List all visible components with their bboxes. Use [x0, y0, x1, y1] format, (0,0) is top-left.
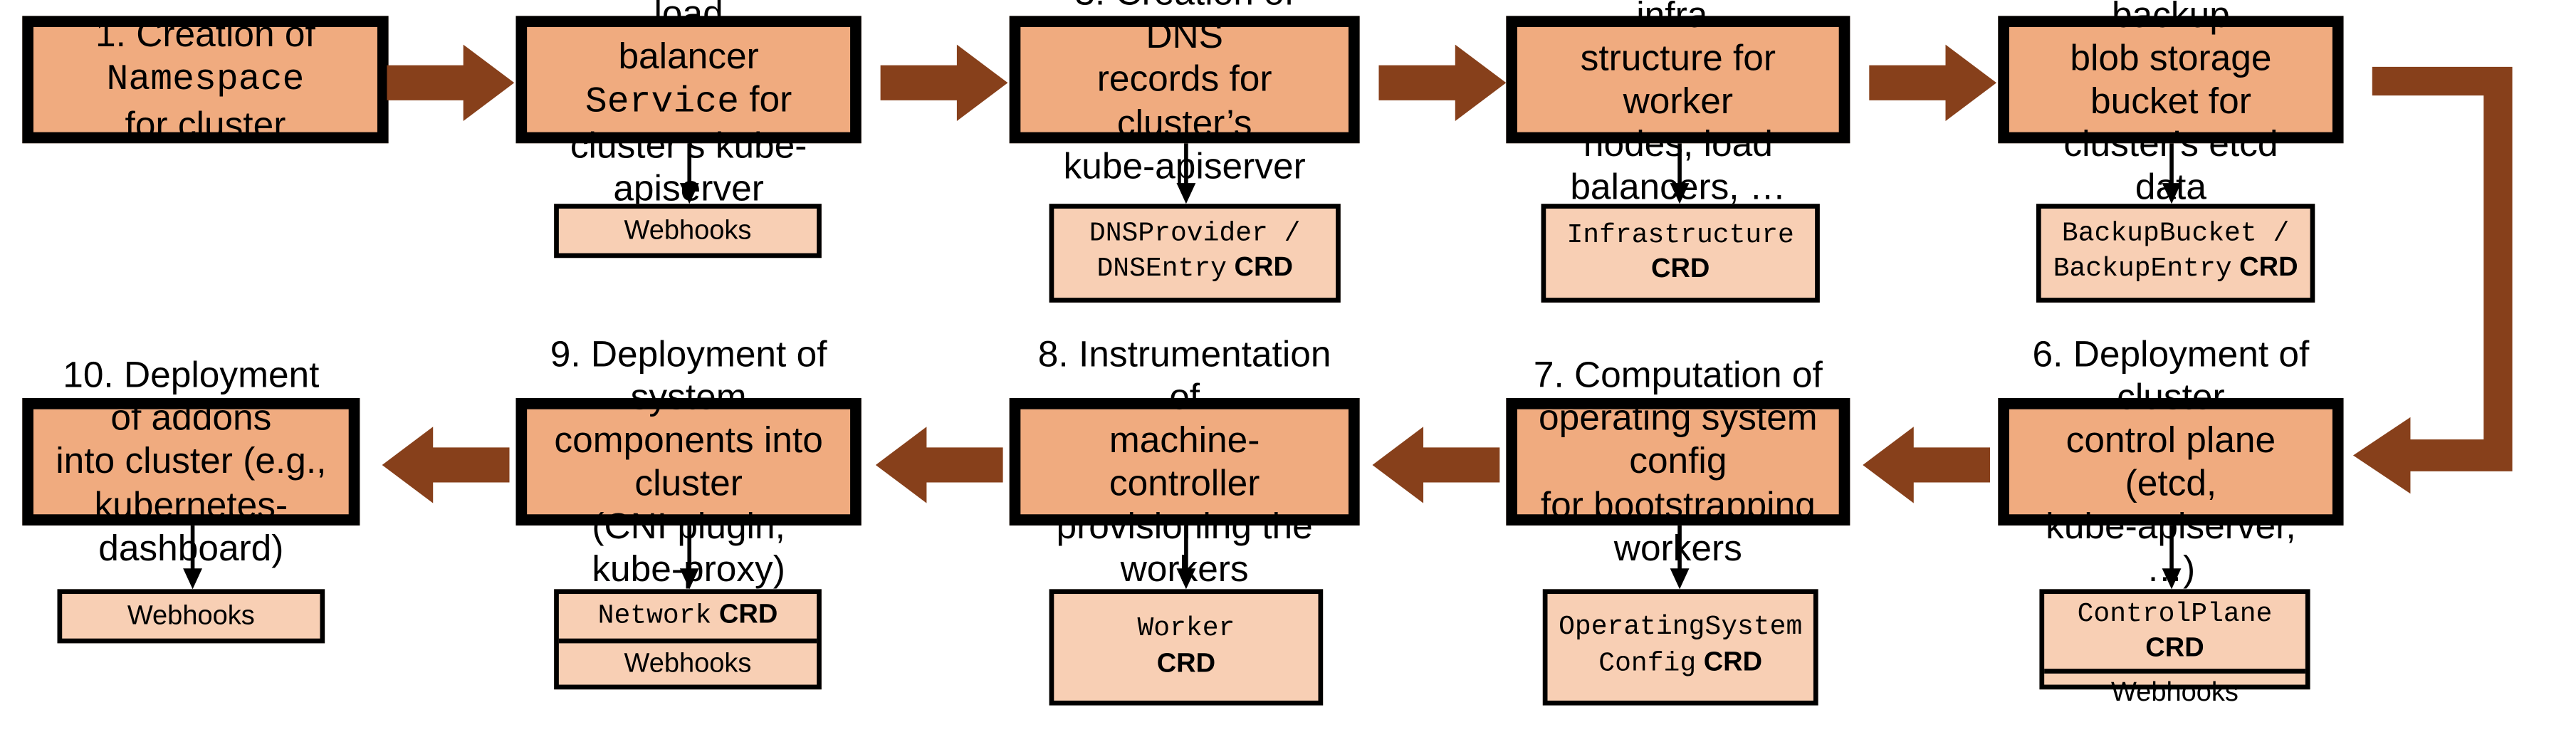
resource-box-network-crd[interactable]: Network CRD Webhooks: [554, 589, 822, 690]
flow-arrow-3-4: [1378, 44, 1507, 121]
resource-cell: Webhooks: [127, 600, 255, 631]
connector-step2-to-res2: [675, 143, 703, 204]
step-box-3[interactable]: 3. Creation of DNS records for cluster’s…: [1009, 0, 1360, 186]
resource-cell: Webhooks: [624, 214, 752, 245]
resource-box-webhooks-10[interactable]: Webhooks: [57, 589, 325, 644]
resource-box-infrastructure-crd[interactable]: Infrastructure CRD: [1541, 204, 1820, 303]
flow-arrow-5-6-elbow: [2344, 57, 2576, 518]
flow-arrow-7-8: [1372, 427, 1500, 503]
flow-arrow-9-10: [382, 427, 510, 503]
resource-cell: Worker CRD: [1137, 615, 1235, 678]
step-box-5[interactable]: 5. Preparation of backup blob storage bu…: [1998, 0, 2344, 207]
resource-cell: DNSProvider / DNSEntry CRD: [1089, 219, 1301, 286]
connector-step8-to-res8: [1172, 525, 1200, 590]
step-box-6[interactable]: 6. Deployment of cluster control plane (…: [1998, 333, 2344, 590]
resource-cell-webhooks: Webhooks: [2044, 668, 2305, 712]
connector-step10-to-res10: [178, 525, 206, 590]
step-box-1[interactable]: 1. Creation of Namespace for cluster: [22, 13, 389, 145]
step-8-text: 8. Instrumentation of machine-controller…: [1037, 332, 1331, 590]
step-9-text: 9. Deployment of system components into …: [550, 332, 827, 590]
connector-step5-to-res5: [2157, 143, 2186, 204]
step-box-2[interactable]: 2. Creation of load balancer Service for…: [515, 0, 862, 209]
resource-box-worker-crd[interactable]: Worker CRD: [1049, 589, 1324, 706]
step-box-10[interactable]: 10. Deployment of addons into cluster (e…: [22, 354, 360, 568]
resource-box-webhooks-2[interactable]: Webhooks: [554, 204, 822, 258]
step-box-4[interactable]: 4. Preparation of infra- structure for w…: [1506, 0, 1850, 207]
connector-step9-to-res9: [675, 525, 703, 590]
step-box-8[interactable]: 8. Instrumentation of machine-controller…: [1009, 333, 1360, 590]
connector-step7-to-res7: [1665, 525, 1694, 590]
resource-box-dns-crd[interactable]: DNSProvider / DNSEntry CRD: [1049, 204, 1341, 303]
flow-arrow-8-9: [875, 427, 1003, 503]
resource-cell: BackupBucket / BackupEntry CRD: [2053, 219, 2298, 286]
step-box-9[interactable]: 9. Deployment of system components into …: [515, 333, 862, 590]
flow-arrow-2-3: [880, 44, 1008, 121]
step-1-text: 1. Creation of Namespace for cluster: [95, 13, 315, 145]
resource-box-osc-crd[interactable]: OperatingSystem Config CRD: [1542, 589, 1818, 706]
resource-cell-webhooks: Webhooks: [558, 638, 817, 685]
connector-step4-to-res4: [1665, 143, 1694, 204]
resource-box-controlplane-crd[interactable]: ControlPlane CRD Webhooks: [2039, 589, 2310, 706]
flow-arrow-4-5: [1869, 44, 1997, 121]
flow-arrow-6-7: [1863, 427, 1991, 503]
resource-cell: OperatingSystem Config CRD: [1559, 613, 1803, 679]
step-7-text: 7. Computation of operating system confi…: [1533, 353, 1823, 568]
connector-step3-to-res3: [1172, 143, 1200, 204]
resource-cell: Infrastructure CRD: [1566, 220, 1794, 284]
resource-cell-controlplane: ControlPlane CRD: [2077, 600, 2273, 664]
resource-cell-network: Network CRD: [597, 598, 778, 632]
flow-arrow-1-2: [387, 44, 515, 121]
step-3-text: 3. Creation of DNS records for cluster’s…: [1064, 0, 1306, 186]
step-box-7[interactable]: 7. Computation of operating system confi…: [1506, 354, 1850, 568]
connector-step6-to-res6: [2157, 525, 2186, 590]
resource-box-backup-crd[interactable]: BackupBucket / BackupEntry CRD: [2036, 204, 2315, 303]
